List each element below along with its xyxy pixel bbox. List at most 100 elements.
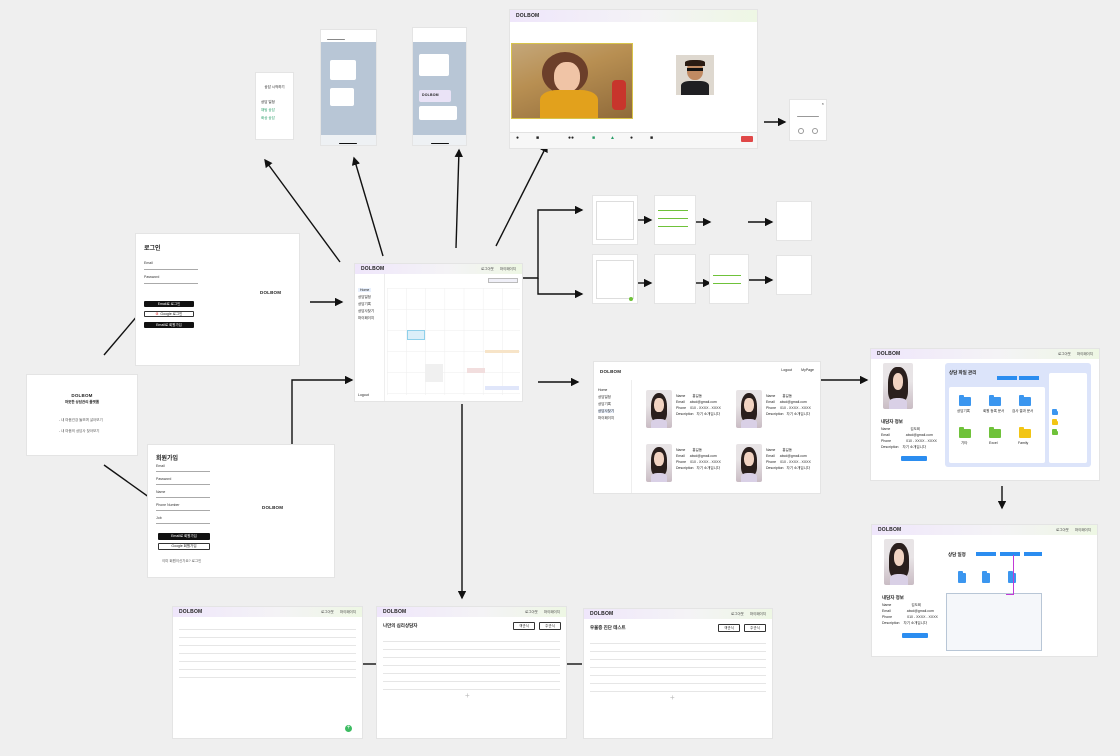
folder-icon[interactable] — [989, 395, 1001, 406]
google-login-label: Google 로그인 — [160, 311, 183, 316]
counselor-phone-label: Phone — [766, 406, 777, 410]
file-explorer-window[interactable] — [946, 593, 1042, 651]
counselor-card[interactable]: Name 홍길동 Email abcd@gmail.com Phone 010 … — [736, 444, 818, 484]
email-login-button[interactable]: Email로 로그인 — [144, 301, 194, 307]
table3-logout-link[interactable]: 로그아웃 — [731, 611, 744, 616]
counselor-sidebar-find[interactable]: 상담사찾기 — [598, 409, 615, 414]
end-call-button[interactable] — [741, 136, 753, 142]
signup-job-input[interactable] — [156, 523, 210, 524]
signup-submit-button[interactable]: Email로 회원가입 — [158, 533, 210, 540]
mypage-link[interactable]: 마이페이지 — [499, 266, 516, 271]
schedule-btn[interactable] — [976, 552, 996, 556]
profile-mypage-link[interactable]: 마이페이지 — [1076, 351, 1093, 356]
counselor-phone: 010 - XXXX - XXXX — [690, 406, 721, 410]
profile2-mypage-link[interactable]: 마이페이지 — [1074, 527, 1091, 532]
camera-icon[interactable]: ■ — [536, 135, 540, 141]
password-field[interactable] — [144, 283, 198, 284]
sidebar-item-find[interactable]: 상담사찾기 — [358, 309, 375, 313]
counselor-sidebar-mypage[interactable]: 마이페이지 — [598, 416, 615, 420]
survey-screen: DOLBOM 로그아웃 마이페이지 나만의 심리상담자 객관식 주관식 + — [377, 607, 566, 738]
mic-icon[interactable]: ● — [516, 135, 520, 141]
folder-label-2: 회원 등록 문서 — [983, 409, 1005, 413]
counselor-email-label: Email — [676, 454, 685, 458]
edit-profile-button-2[interactable] — [902, 633, 928, 638]
file-icon[interactable] — [1008, 571, 1016, 583]
signup-footer-text[interactable]: 이미 회원이신가요? 로그인 — [162, 559, 202, 563]
edit-profile-button[interactable] — [901, 456, 927, 461]
sidebar-item-record[interactable]: 상담기록 — [358, 302, 371, 306]
counselor-phone-label: Phone — [676, 406, 687, 410]
folder-icon[interactable] — [1019, 395, 1031, 406]
counselor-mypage[interactable]: MyPage — [801, 368, 814, 372]
table1-mypage-link[interactable]: 마이페이지 — [339, 609, 356, 614]
profile-logout-link[interactable]: 로그아웃 — [1058, 351, 1071, 356]
file-icon[interactable] — [958, 571, 966, 583]
participants-icon[interactable]: ●● — [568, 135, 575, 141]
schedule-btn[interactable] — [1000, 552, 1020, 556]
sidebar-item-home[interactable]: Home — [358, 288, 372, 293]
folder-icon[interactable] — [989, 427, 1001, 438]
login-title: 로그인 — [144, 246, 161, 252]
file-icon[interactable] — [982, 571, 990, 583]
table2-mypage-link[interactable]: 마이페이지 — [543, 609, 560, 614]
record-icon[interactable]: ● — [630, 135, 634, 141]
mobile-option-item-1[interactable]: 상담 일정 — [261, 100, 275, 104]
table3-mypage-link[interactable]: 마이페이지 — [749, 611, 766, 616]
profile2-logout-link[interactable]: 로그아웃 — [1056, 527, 1069, 532]
counselor-email: abcd@gmail.com — [779, 400, 807, 404]
file-action-button[interactable] — [1019, 376, 1039, 380]
folder-icon — [1052, 409, 1058, 415]
table2-logout-link[interactable]: 로그아웃 — [525, 609, 538, 614]
settings-icon[interactable]: ■ — [650, 135, 654, 141]
schedule-title: 상담 일정 — [948, 552, 966, 557]
google-login-button[interactable]: G Google 로그인 — [144, 311, 194, 317]
folder-icon[interactable] — [959, 395, 971, 406]
counselor-card[interactable]: Name 홍길동 Email abcd@gmail.com Phone 010 … — [646, 390, 726, 430]
sidebar-logout[interactable]: Logout — [358, 392, 369, 397]
survey-subjective-button[interactable]: 주관식 — [539, 622, 561, 630]
sidebar-item-schedule[interactable]: 상담일정 — [358, 295, 371, 299]
test-subjective-button[interactable]: 주관식 — [744, 624, 766, 632]
counselor-list-screen: DOLBOM Logout MyPage Home 상담일정 상담기록 상담사찾… — [594, 362, 820, 493]
signup-password-input[interactable] — [156, 484, 210, 485]
counselor-logout[interactable]: Logout — [781, 368, 792, 372]
add-record-button[interactable]: + — [345, 725, 352, 732]
table1-logout-link[interactable]: 로그아웃 — [321, 609, 334, 614]
logout-link[interactable]: 로그아웃 — [481, 266, 494, 271]
landing-title: DOLBOM — [71, 393, 93, 398]
mobile-option-item-3[interactable]: 화상 상담 — [261, 116, 275, 120]
add-question-button[interactable]: + — [465, 691, 470, 700]
counselor-name-label: Name — [676, 448, 686, 452]
signup-google-button[interactable]: Google 회원가입 — [158, 543, 210, 550]
sidebar-item-mypage[interactable]: 마이페이지 — [358, 316, 375, 320]
file-action-button[interactable] — [997, 376, 1017, 380]
signup-screen: 회원가입 Email Password Name Phone Number Jo… — [148, 445, 334, 577]
test-objective-button[interactable]: 객관식 — [718, 624, 740, 632]
folder-icon[interactable] — [959, 427, 971, 438]
add-test-button[interactable]: + — [670, 693, 675, 702]
client-photo-2 — [884, 539, 914, 585]
chat-icon[interactable]: ■ — [592, 135, 596, 141]
folder-label-1: 상담기록 — [957, 409, 970, 413]
counselor-sidebar-record[interactable]: 상담기록 — [598, 402, 611, 406]
counselor-sidebar-home[interactable]: Home — [598, 388, 608, 392]
counselor-card[interactable]: Name 홍길동 Email abcd@gmail.com Phone 010 … — [736, 390, 818, 430]
signup-email-input[interactable] — [156, 471, 210, 472]
email-field[interactable] — [144, 269, 198, 270]
mobile-option-item-2[interactable]: 채팅 상담 — [261, 108, 275, 112]
signup-phone-input[interactable] — [156, 510, 210, 511]
survey-objective-button[interactable]: 객관식 — [513, 622, 535, 630]
schedule-btn[interactable] — [1024, 552, 1042, 556]
share-icon[interactable]: ▲ — [610, 135, 615, 141]
counselor-sidebar: Home 상담일정 상담기록 상담사찾기 마이페이지 — [594, 380, 632, 493]
counselor-sidebar-schedule[interactable]: 상담일정 — [598, 395, 611, 399]
counselor-phone-label: Phone — [676, 460, 687, 464]
signup-name-input[interactable] — [156, 497, 210, 498]
folder-icon[interactable] — [1019, 427, 1031, 438]
counselor-desc-label: Description — [676, 466, 694, 470]
close-icon[interactable]: × — [821, 101, 824, 106]
counselor-card[interactable]: Name 홍길동 Email abcd@gmail.com Phone 010 … — [646, 444, 726, 484]
dialog-3 — [655, 196, 695, 244]
signup-button[interactable]: Email로 회원가입 — [144, 322, 194, 328]
